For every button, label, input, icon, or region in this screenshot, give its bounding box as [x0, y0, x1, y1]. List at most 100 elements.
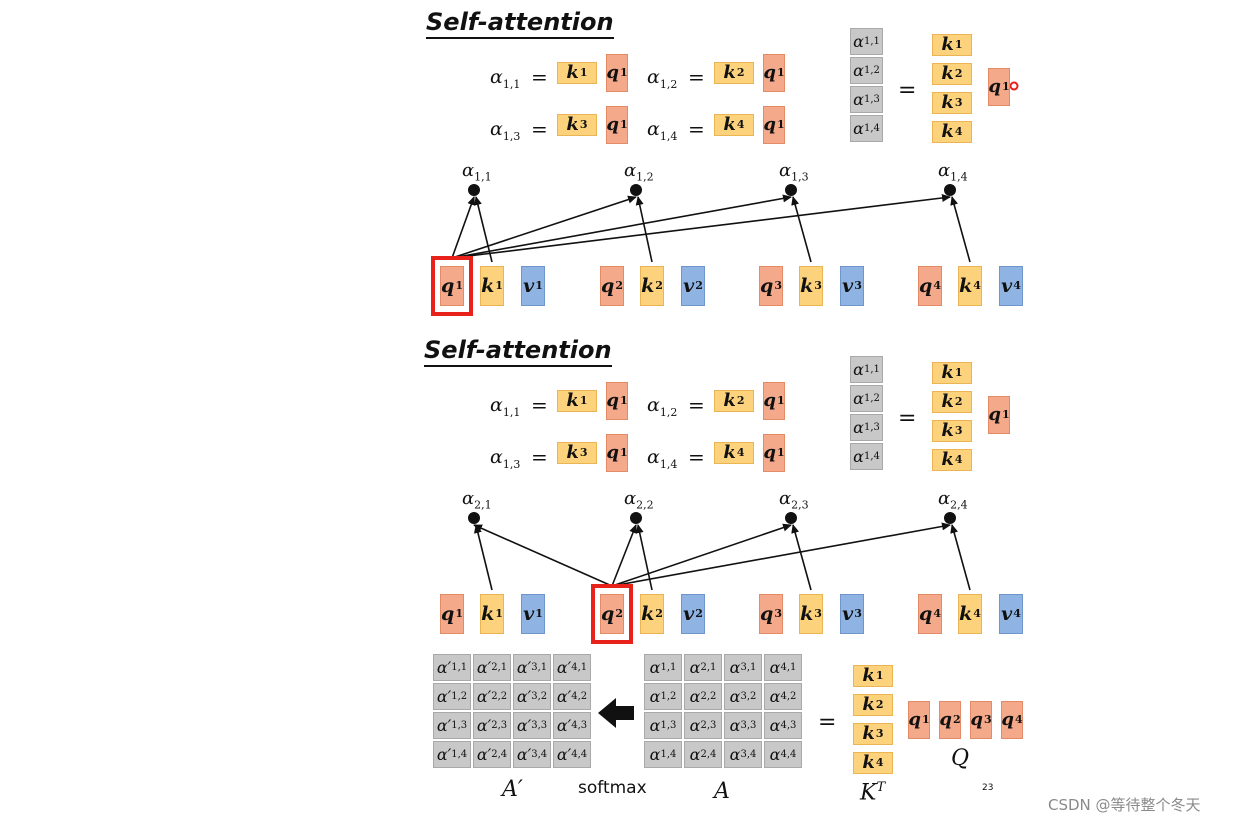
attention-score-label: α1,3 — [779, 160, 809, 184]
attention-score-label: α2,1 — [462, 488, 492, 512]
key-to-score-arrow — [635, 196, 653, 263]
equation-alpha: α1,4 — [647, 118, 678, 143]
equation-alpha: α1,1 — [490, 394, 521, 419]
query-highlight — [591, 584, 633, 644]
attention-score-label: α1,4 — [938, 160, 968, 184]
equation-alpha: α1,3 — [490, 118, 521, 143]
label-q: Q — [951, 746, 970, 771]
equation-equals: = — [531, 393, 548, 417]
equation-equals: = — [688, 445, 705, 469]
query-to-score-arrow — [611, 522, 951, 587]
query-to-score-arrow — [611, 523, 792, 587]
label-a: A — [714, 779, 730, 804]
query-highlight — [431, 256, 473, 316]
equation-alpha: α1,2 — [647, 394, 678, 419]
normalized-score-cell: α′2,4 — [473, 741, 511, 768]
key-to-score-arrow — [474, 524, 493, 591]
attention-score-node — [468, 512, 480, 524]
label-k-transpose: KT — [860, 780, 886, 806]
attention-score-node — [630, 184, 642, 196]
query-to-score-arrow — [451, 195, 637, 259]
watermark: CSDN @等待整个冬天 — [1048, 796, 1201, 814]
vector-equals: = — [898, 78, 917, 103]
attention-score-node — [468, 184, 480, 196]
normalized-score-cell: α′4,1 — [553, 654, 591, 681]
normalized-score-cell: α′3,1 — [513, 654, 551, 681]
vector-equals: = — [898, 406, 917, 431]
attention-score-label: α2,2 — [624, 488, 654, 512]
query-to-score-arrow — [473, 524, 613, 587]
normalized-score-cell: α′3,3 — [513, 712, 551, 739]
page-number: 23 — [982, 783, 994, 793]
normalized-score-cell: α′1,2 — [433, 683, 471, 710]
attention-score-node — [944, 512, 956, 524]
softmax-arrow-icon — [598, 698, 634, 728]
equation-alpha: α1,3 — [490, 446, 521, 471]
normalized-score-cell: α′2,2 — [473, 683, 511, 710]
normalized-score-cell: α′4,3 — [553, 712, 591, 739]
normalized-score-cell: α′1,4 — [433, 741, 471, 768]
attention-score-node — [630, 512, 642, 524]
normalized-score-cell: α′4,4 — [553, 741, 591, 768]
section-title: Self-attention — [424, 336, 612, 367]
equation-equals: = — [531, 445, 548, 469]
attention-score-label: α1,2 — [624, 160, 654, 184]
query-to-score-arrow — [611, 524, 637, 587]
equation-alpha: α1,2 — [647, 66, 678, 91]
